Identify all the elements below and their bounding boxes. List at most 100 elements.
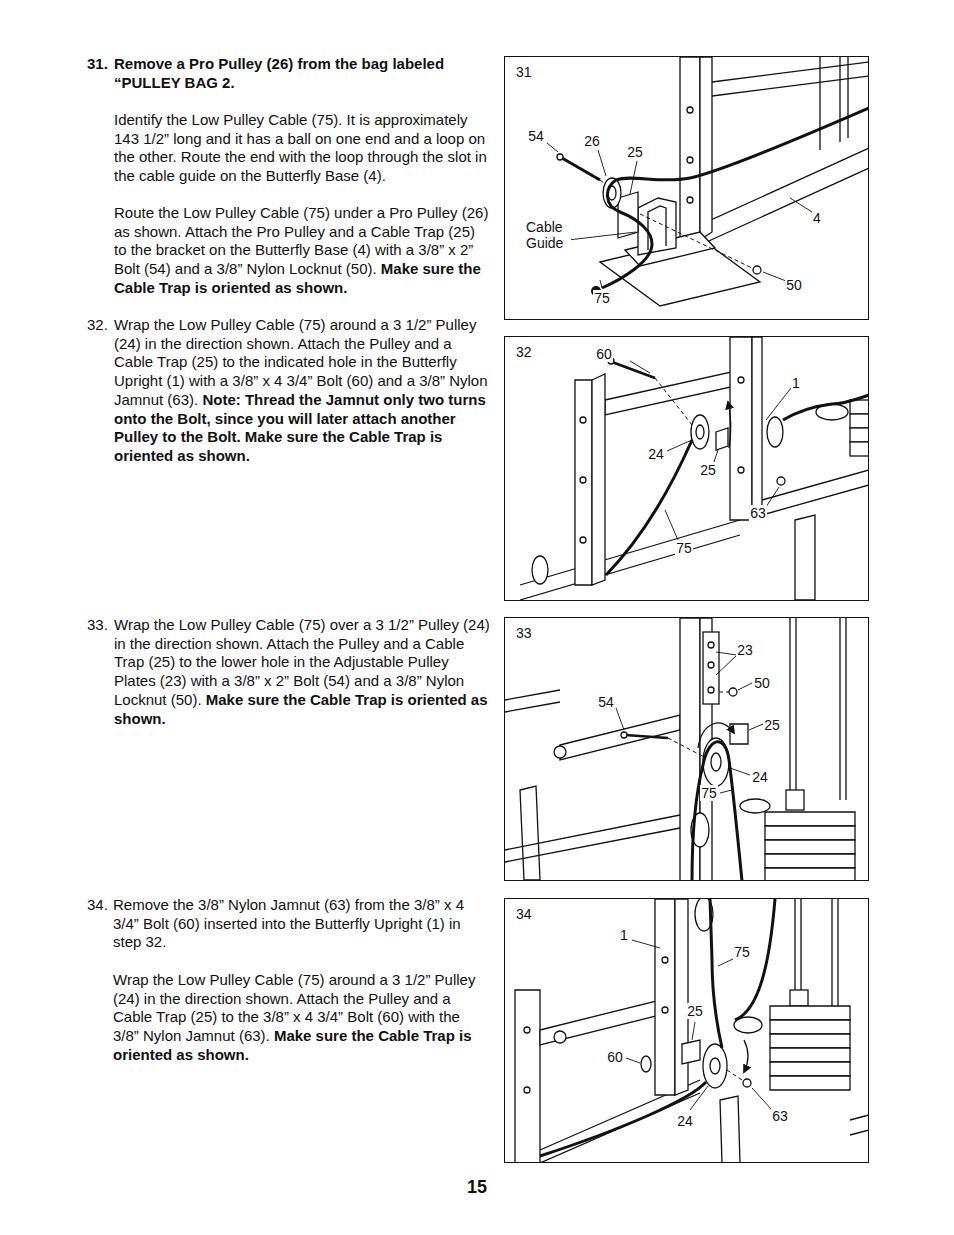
illustration-part [770, 1048, 850, 1062]
illustration-part [687, 157, 693, 163]
figure-panel: 31 [504, 56, 869, 320]
illustration-part [763, 272, 786, 281]
illustration-part [720, 790, 732, 793]
illustration-part [640, 214, 752, 268]
illustration-part [667, 440, 692, 451]
callout-number: 75 [733, 944, 751, 960]
illustration-part [612, 362, 655, 378]
instruction-paragraph: Wrap the Low Pulley Cable (75) around a … [113, 971, 489, 1065]
illustration-part [850, 414, 868, 428]
illustration-part [766, 487, 779, 507]
callout-number: 63 [749, 505, 767, 521]
illustration-part [560, 715, 680, 760]
illustration-part [602, 108, 868, 288]
illustration-part [524, 1087, 530, 1093]
illustration-part [770, 1006, 850, 1020]
illustration-part [540, 1000, 660, 1045]
callout-number: 24 [676, 1113, 694, 1129]
illustration-part [568, 232, 636, 240]
instruction-paragraph: Wrap the Low Pulley Cable (75) around a … [114, 316, 490, 466]
illustration-part [708, 662, 714, 668]
illustration-part [680, 57, 700, 240]
illustration-part [515, 990, 540, 1162]
illustration-part [752, 337, 762, 520]
illustration-part [562, 158, 600, 180]
illustration-part [730, 768, 750, 775]
illustration-part [770, 1020, 850, 1034]
illustration-part [580, 417, 586, 423]
illustration-part [554, 1031, 566, 1043]
illustration-part [626, 1058, 640, 1063]
illustration-part [850, 428, 868, 442]
illustration-part [738, 467, 744, 473]
illustration-part [662, 957, 668, 963]
callout-number: 60 [595, 346, 613, 362]
illustration-part [700, 148, 868, 245]
illustration-part [765, 840, 855, 854]
illustration-part [752, 1088, 772, 1110]
illustration-part [790, 990, 808, 1006]
callout-number: 25 [763, 717, 781, 733]
figure-panel: 33 [504, 617, 869, 881]
callout-number: 25 [699, 462, 717, 478]
callout-number: 24 [751, 769, 769, 785]
illustration-part [520, 786, 540, 880]
illustration-part [621, 732, 627, 738]
illustration-part [655, 378, 696, 430]
illustration-part [790, 198, 812, 212]
illustration-part [687, 197, 693, 203]
illustration-part [711, 753, 721, 771]
illustration-part [740, 799, 770, 813]
callout-number: 23 [736, 642, 754, 658]
figure-number: 31 [516, 65, 532, 79]
step-number: 31. [87, 55, 108, 74]
illustration-part [616, 708, 624, 730]
instruction-paragraph: Route the Low Pulley Cable (75) under a … [114, 204, 490, 298]
callout-number: 63 [771, 1108, 789, 1124]
callout-number: 54 [527, 128, 545, 144]
illustration-part [691, 415, 709, 449]
illustration-part [692, 742, 742, 880]
illustration-part [662, 1007, 668, 1013]
page-number: 15 [467, 1178, 487, 1196]
illustration-part [524, 1027, 530, 1033]
illustration-part [630, 361, 650, 373]
illustration-part [598, 150, 606, 176]
callout-number: 25 [686, 1003, 704, 1019]
callout-number: 75 [593, 290, 611, 306]
illustration-part [600, 280, 602, 288]
illustration-part [765, 826, 855, 840]
callout-number: 50 [753, 675, 771, 691]
illustration-part [703, 1044, 727, 1088]
illustration-part [730, 337, 752, 520]
callout-number: 26 [583, 133, 601, 149]
illustration-part [738, 683, 752, 690]
callout-number: 4 [812, 210, 822, 226]
instruction-paragraph: Wrap the Low Pulley Cable (75) over a 3 … [114, 616, 490, 728]
figure-number: 34 [516, 907, 532, 921]
callout-number: 24 [647, 446, 665, 462]
illustration-part [719, 692, 729, 693]
illustration-part [770, 1034, 850, 1048]
illustration-part [703, 632, 719, 704]
illustration-part [820, 57, 848, 150]
illustration-part [744, 1040, 748, 1072]
illustration-part [765, 868, 855, 880]
illustration-part [850, 442, 868, 456]
instruction-text: Identify the Low Pulley Cable (75). It i… [114, 111, 487, 184]
illustration-part [630, 161, 637, 194]
illustration-part [790, 618, 846, 800]
illustration-part [632, 940, 660, 948]
illustration-part [749, 724, 763, 730]
illustration-part [716, 428, 728, 450]
step-31-illustration [547, 57, 868, 306]
illustration-part [690, 1086, 708, 1110]
illustration-part [696, 425, 704, 439]
step-number: 32. [87, 316, 108, 335]
illustration-part [714, 450, 718, 462]
illustration-part [675, 899, 688, 1095]
illustration-part [720, 1096, 740, 1162]
illustration-part [605, 370, 740, 415]
instruction-paragraph: Remove a Pro Pulley (26) from the bag la… [114, 55, 490, 92]
step-number: 33. [87, 616, 108, 635]
